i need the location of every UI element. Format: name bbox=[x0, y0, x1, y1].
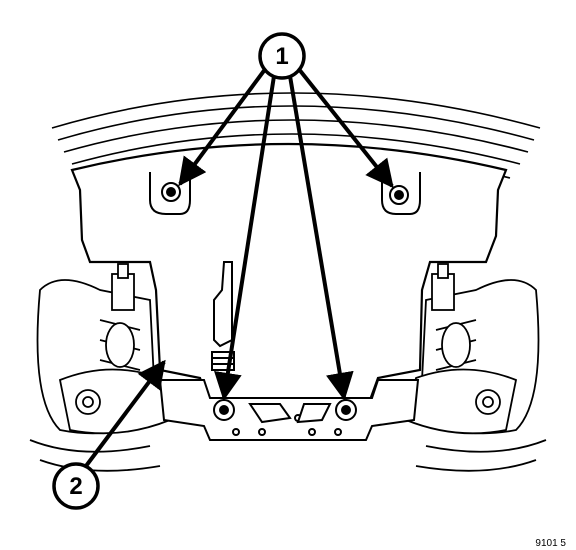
callout-2: 2 bbox=[52, 462, 100, 510]
right-suspension bbox=[404, 263, 547, 472]
callout-2-label: 2 bbox=[69, 473, 82, 500]
left-suspension bbox=[29, 263, 172, 472]
crossmember bbox=[158, 379, 420, 441]
callout-1: 1 bbox=[258, 32, 306, 80]
callout-1-label: 1 bbox=[275, 43, 288, 70]
callout-2-leader bbox=[84, 359, 166, 468]
callout-1-leaders bbox=[178, 66, 394, 401]
figure-code: 9101 5 bbox=[535, 538, 566, 549]
